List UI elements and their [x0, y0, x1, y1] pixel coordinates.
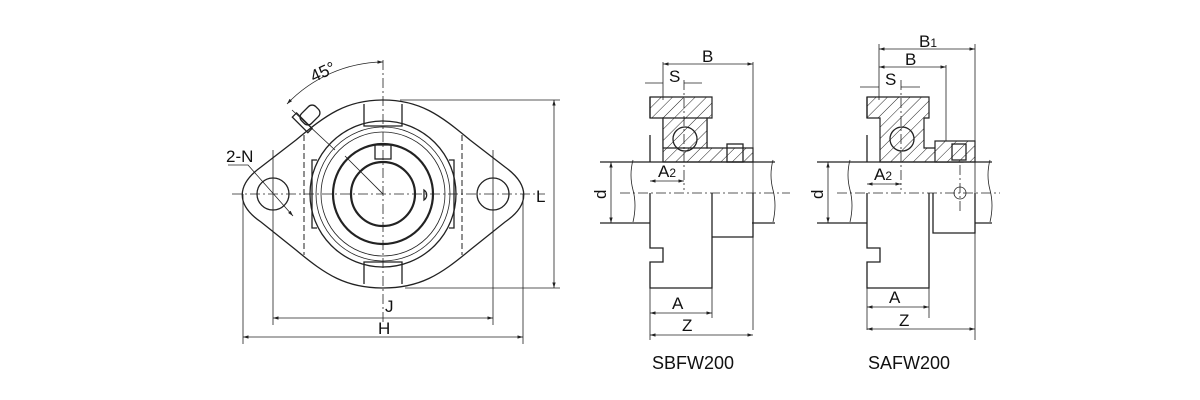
flange-outline	[241, 99, 525, 289]
caption-sbfw200: SBFW200	[652, 353, 734, 373]
dim-A: A	[672, 294, 684, 313]
dim-J: J	[385, 297, 394, 316]
dim-L: L	[536, 187, 545, 206]
dim-A: A	[889, 288, 901, 307]
dim-S: S	[885, 70, 896, 89]
front-view: 45° 2-N L J H	[226, 58, 560, 344]
dim-B1: B1	[919, 32, 937, 51]
dim-A2: A2	[874, 165, 892, 184]
dim-S: S	[669, 67, 680, 86]
section-safw200: B1 B S A2 d A Z SAFW200	[808, 32, 1000, 373]
dim-d: d	[591, 190, 610, 199]
ball	[889, 126, 915, 152]
angle-label: 45°	[307, 58, 338, 86]
dim-H: H	[378, 319, 390, 338]
dim-Z: Z	[899, 311, 909, 330]
dim-d: d	[808, 190, 827, 199]
dim-Z: Z	[682, 316, 692, 335]
section-sbfw200: B S A2 d A Z SBFW200	[591, 47, 790, 373]
dim-B: B	[905, 50, 916, 69]
grease-nipple	[291, 104, 321, 134]
caption-safw200: SAFW200	[868, 353, 950, 373]
dim-B: B	[702, 47, 713, 66]
hole-label: 2-N	[226, 147, 253, 166]
ball	[672, 126, 698, 152]
dim-A2: A2	[658, 162, 676, 181]
